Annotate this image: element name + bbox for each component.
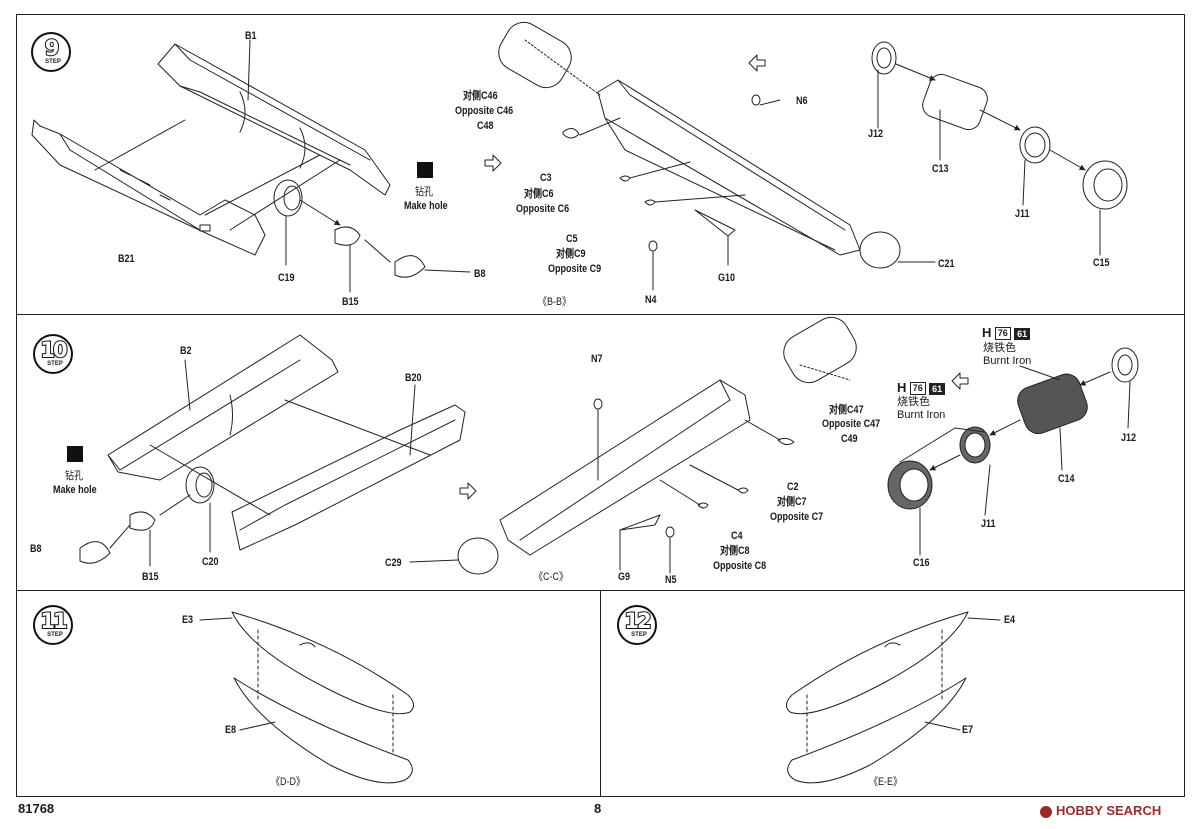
- label-c46-cn: 对侧C46: [463, 90, 498, 102]
- step-number: 9: [44, 35, 61, 61]
- step-11-badge: 11 STEP: [33, 605, 73, 645]
- label-e7: E7: [962, 724, 974, 736]
- label-b8: B8: [30, 543, 42, 555]
- part-b21-shape: [31, 119, 266, 256]
- label-c19: C19: [278, 272, 295, 284]
- label-c6-en: Opposite C6: [516, 203, 570, 215]
- step-tag: STEP: [47, 361, 63, 367]
- label-c7-en: Opposite C7: [770, 511, 824, 523]
- label-j11: J11: [981, 518, 996, 530]
- step-9-badge: 9 STEP: [31, 32, 71, 72]
- label-g9: G9: [618, 571, 631, 583]
- paint-number-alt: 61: [929, 382, 946, 395]
- step12-panel: [600, 590, 1185, 797]
- label-c15: C15: [1093, 257, 1110, 269]
- paint-name-en: Burnt Iron: [983, 355, 1032, 367]
- label-c4: C4: [731, 530, 743, 542]
- label-n5: N5: [665, 574, 677, 586]
- label-c47-cn: 对侧C47: [829, 404, 864, 416]
- label-make-hole-en: Make hole: [404, 200, 448, 212]
- paint-number: 76: [994, 327, 1011, 341]
- label-make-hole-cn: 钻孔: [415, 186, 434, 198]
- step-tag: STEP: [45, 59, 61, 65]
- label-b15: B15: [142, 571, 159, 583]
- step-number: 11: [39, 608, 68, 634]
- label-c8-en: Opposite C8: [713, 560, 767, 572]
- label-c3: C3: [540, 172, 552, 184]
- step-12-badge: 12 STEP: [617, 605, 657, 645]
- kit-number: 81768: [18, 801, 55, 816]
- step-tag: STEP: [47, 632, 63, 638]
- paint-code-2: H 76 61: [897, 380, 946, 396]
- label-c16: C16: [913, 557, 930, 569]
- label-c14: C14: [1058, 473, 1075, 485]
- label-j11: J11: [1015, 208, 1030, 220]
- label-c29: C29: [385, 557, 402, 569]
- section-c-c: 《C-C》: [534, 571, 569, 583]
- drill-icon: [417, 162, 433, 178]
- paint-code-1: H 76 61: [982, 325, 1031, 341]
- drill-icon: [67, 446, 83, 462]
- section-e-e: 《E-E》: [869, 776, 903, 788]
- section-b-b: 《B-B》: [538, 296, 572, 308]
- paint-number-alt: 61: [1014, 327, 1031, 340]
- label-make-hole-en: Make hole: [53, 484, 97, 496]
- page-number: 8: [594, 801, 602, 816]
- label-c49: C49: [841, 433, 858, 445]
- label-c46-en: Opposite C46: [455, 105, 514, 117]
- label-e3: E3: [182, 614, 194, 626]
- label-b15: B15: [342, 296, 359, 308]
- label-c48: C48: [477, 120, 494, 132]
- label-b21: B21: [118, 253, 135, 265]
- label-e8: E8: [225, 724, 237, 736]
- label-c20: C20: [202, 556, 219, 568]
- paint-number: 76: [909, 382, 926, 396]
- step-number: 10: [39, 337, 68, 363]
- label-c8-cn: 对侧C8: [720, 545, 750, 557]
- paint-name-en: Burnt Iron: [897, 409, 946, 421]
- label-j12: J12: [868, 128, 884, 140]
- label-c6-cn: 对侧C6: [524, 188, 554, 200]
- paint-letter: H: [897, 380, 907, 395]
- label-b8: B8: [474, 268, 486, 280]
- label-c7-cn: 对侧C7: [777, 496, 807, 508]
- label-b1: B1: [245, 30, 257, 42]
- step-10-badge: 10 STEP: [33, 334, 73, 374]
- watermark-logo-icon: [1040, 805, 1052, 818]
- part-b1-shape: [157, 43, 391, 196]
- label-c2: C2: [787, 481, 799, 493]
- label-c47-en: Opposite C47: [822, 418, 881, 430]
- label-c21: C21: [938, 258, 955, 270]
- label-b20: B20: [405, 372, 422, 384]
- label-c13: C13: [932, 163, 949, 175]
- label-c9-cn: 对侧C9: [556, 248, 586, 260]
- step-tag: STEP: [631, 632, 647, 638]
- label-n4: N4: [645, 294, 657, 306]
- paint-letter: H: [982, 325, 992, 340]
- label-n6: N6: [796, 95, 808, 107]
- label-e4: E4: [1004, 614, 1016, 626]
- label-j12: J12: [1121, 432, 1137, 444]
- paint-name-cn: 烧铁色: [897, 396, 930, 408]
- paint-name-cn: 烧铁色: [983, 342, 1016, 354]
- label-b2: B2: [180, 345, 192, 357]
- watermark: HOBBY SEARCH: [1040, 803, 1161, 818]
- label-make-hole-cn: 钻孔: [65, 470, 84, 482]
- step-number: 12: [623, 608, 652, 634]
- label-n7: N7: [591, 353, 603, 365]
- label-g10: G10: [718, 272, 736, 284]
- label-c5: C5: [566, 233, 578, 245]
- label-c9-en: Opposite C9: [548, 263, 602, 275]
- watermark-text: HOBBY SEARCH: [1056, 803, 1162, 818]
- section-d-d: 《D-D》: [271, 776, 306, 788]
